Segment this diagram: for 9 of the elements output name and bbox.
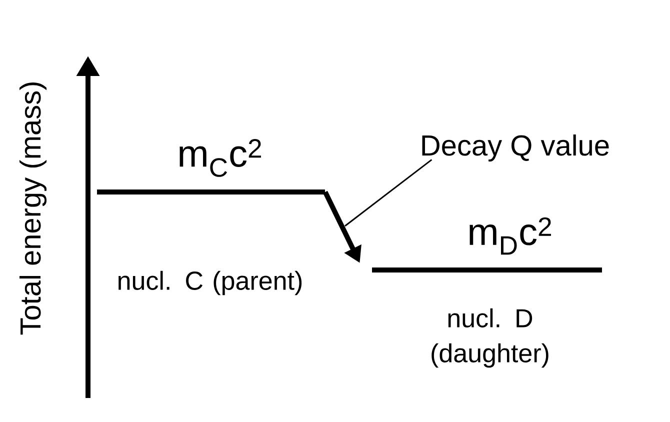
node-label: nucl. C (parent) (118, 270, 302, 296)
energy-level: m$_{C}$c$^{2}$ nucl. C (parent) (97, 139, 325, 296)
node-label: m$_{C}$c$^{2}$ (180, 139, 261, 177)
node-label: nucl. D (daughter) (432, 308, 548, 368)
callout-text: Decay Q value (422, 134, 609, 162)
axis-label: Total energy (mass) (20, 82, 47, 335)
energy-level: m$_{D}$c$^{2}$ nucl. D (daughter) (372, 217, 602, 368)
node-label: m$_{D}$c$^{2}$ (470, 217, 551, 255)
leader-line (344, 159, 432, 227)
